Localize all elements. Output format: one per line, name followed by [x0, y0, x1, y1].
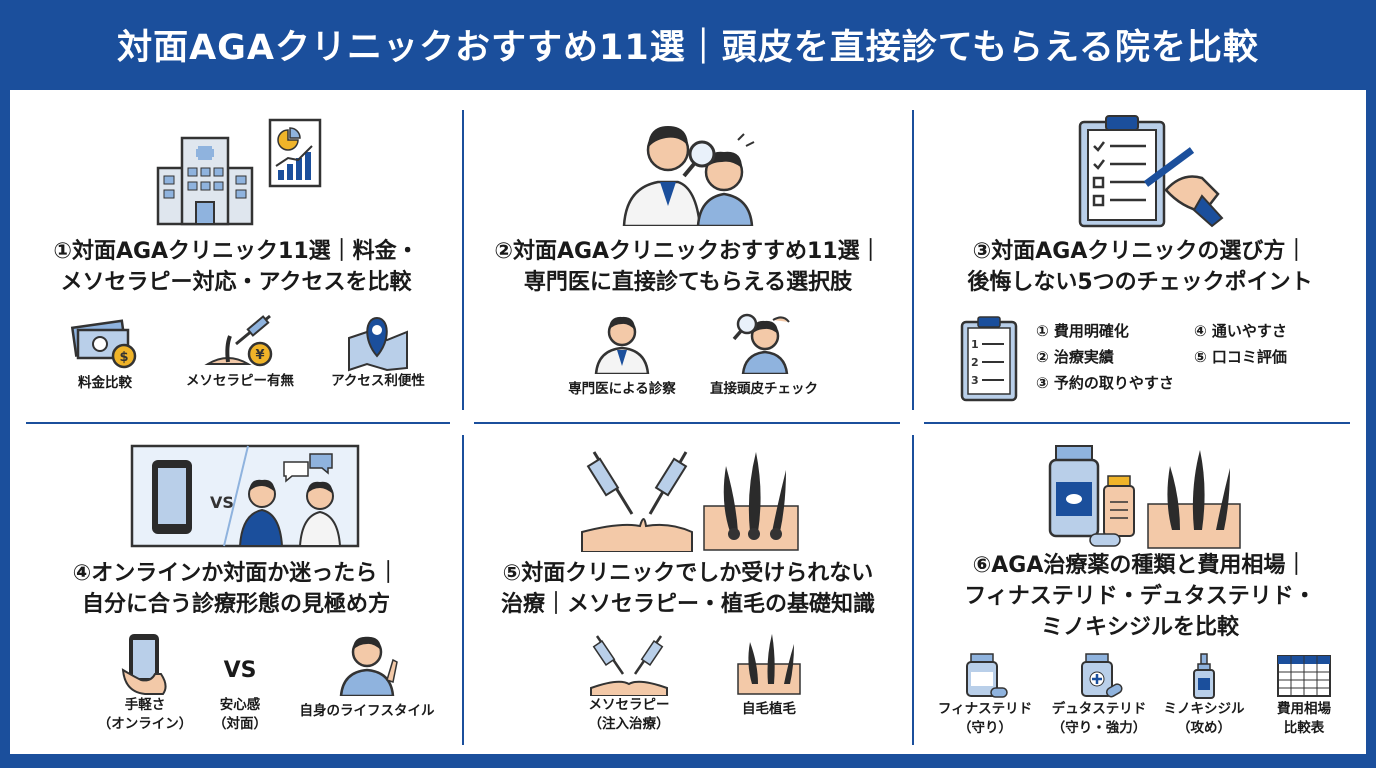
dropper-icon: [1193, 653, 1215, 699]
numbered-clipboard-icon: 1 2 3: [960, 316, 1018, 402]
checklist-item-5: ⑤ 口コミ評価: [1194, 348, 1287, 366]
card-3-title: ③対面AGAクリニックの選び方｜ 後悔しない5つのチェックポイント: [967, 239, 1313, 295]
divider-vertical-1: [462, 110, 464, 410]
page-title: 対面AGAクリニックおすすめ11選｜頭皮を直接診てもらえる院を比較: [117, 27, 1259, 68]
clipboard-checklist-icon: [1078, 115, 1224, 228]
doctor-icon: [594, 316, 650, 374]
checklist-item-2: ② 治療実績: [1036, 348, 1114, 366]
checklist-item-1: ① 費用明確化: [1036, 322, 1129, 340]
phone-hand-icon: [121, 634, 167, 695]
divider-vertical-4: [912, 435, 914, 745]
svg-text:1: 1: [971, 338, 979, 351]
medicine-hair-banner: [1048, 445, 1241, 549]
card-1-item-price: $ 料金比較: [50, 316, 160, 393]
card-1: ①対面AGAクリニック11選｜料金・ メソセラピー対応・アクセスを比較 $ 料金…: [10, 90, 462, 420]
vs-label: VS: [223, 658, 257, 683]
hospital-chart-icon: [156, 118, 322, 226]
injection-yen-icon: ¥: [204, 314, 273, 367]
svg-text:2: 2: [971, 356, 979, 369]
card-1-title: ①対面AGAクリニック11選｜料金・ メソセラピー対応・アクセスを比較: [53, 239, 419, 295]
medicine-bottle-icon: [1081, 653, 1123, 698]
checklist-item-3: ③ 予約の取りやすさ: [1036, 374, 1174, 392]
doctor-examining-scalp-icon: [622, 126, 755, 226]
scalp-check-icon: [732, 313, 790, 374]
svg-text:3: 3: [971, 374, 979, 387]
header-bar: 対面AGAクリニックおすすめ11選｜頭皮を直接診てもらえる院を比較: [0, 0, 1376, 88]
person-icon: [339, 636, 398, 696]
card-5-item-transplant: 自毛植毛: [704, 630, 834, 719]
divider-horizontal-3: [924, 422, 1350, 424]
hair-transplant-icon: [737, 634, 801, 695]
card-2: ②対面AGAクリニックおすすめ11選｜ 専門医に直接診てもらえる選択肢 専門医に…: [464, 90, 912, 420]
card-4-item-inperson: VS 安心感 （対面）: [185, 646, 295, 734]
divider-vertical-3: [462, 435, 464, 745]
card-5: ⑤対面クリニックでしか受けられない 治療｜メソセラピー・植毛の基礎知識 メソセラ…: [464, 424, 912, 754]
card-4-title: ④オンラインか対面か迷ったら｜ 自分に合う診療形態の見極め方: [72, 561, 400, 617]
card-1-item-meso: ¥ メソセラピー有無: [170, 312, 310, 391]
divider-vertical-2: [912, 110, 914, 410]
card-4-item-online: 手軽さ （オンライン）: [80, 630, 210, 734]
injection-icon: [590, 635, 668, 696]
card-6-item-cost-table: 費用相場 比較表: [1254, 652, 1354, 738]
card-2-title: ②対面AGAクリニックおすすめ11選｜ 専門医に直接診てもらえる選択肢: [494, 239, 882, 295]
map-pin-icon: [348, 316, 408, 372]
card-5-title: ⑤対面クリニックでしか受けられない 治療｜メソセラピー・植毛の基礎知識: [500, 561, 875, 617]
card-5-item-meso: メソセラピー （注入治療）: [564, 630, 694, 734]
card-4-item-lifestyle: 自身のライフスタイル: [282, 630, 452, 721]
card-6-item-dutasteride: デュタステリド （守り・強力）: [1044, 652, 1154, 738]
banner-vs-text: VS: [210, 493, 234, 512]
card-1-item-access: アクセス利便性: [308, 312, 448, 391]
pill-bottle-icon: [966, 653, 1008, 698]
divider-horizontal-1: [26, 422, 450, 424]
card-3: ③対面AGAクリニックの選び方｜ 後悔しない5つのチェックポイント 1 2 3 ① …: [914, 90, 1366, 420]
card-2-item-doctor: 専門医による診察: [552, 312, 692, 399]
card-6-title: ⑥AGA治療薬の種類と費用相場｜ フィナステリド・デュタステリド・ ミノキシジル…: [964, 553, 1316, 640]
card-4: VS ④オンラインか対面か迷ったら｜ 自分に合う診療形態の見極め方 手軽さ （オ…: [10, 424, 462, 754]
table-icon: [1277, 655, 1331, 697]
money-icon: $: [70, 319, 137, 369]
divider-horizontal-2: [474, 422, 900, 424]
online-vs-inperson-banner: VS: [130, 444, 360, 548]
card-6: ⑥AGA治療薬の種類と費用相場｜ フィナステリド・デュタステリド・ ミノキシジル…: [914, 424, 1366, 754]
content-panel: ①対面AGAクリニック11選｜料金・ メソセラピー対応・アクセスを比較 $ 料金…: [10, 90, 1366, 754]
card-2-item-scalp: 直接頭皮チェック: [694, 312, 834, 399]
checklist-item-4: ④ 通いやすさ: [1194, 322, 1287, 340]
svg-text:$: $: [119, 350, 128, 365]
card-6-item-minoxidil: ミノキシジル （攻め）: [1154, 652, 1254, 738]
svg-text:¥: ¥: [255, 348, 264, 363]
mesotherapy-hair-banner: [581, 451, 799, 552]
card-6-item-finasteride: フィナステリド （守り）: [930, 652, 1040, 738]
checklist: ① 費用明確化 ② 治療実績 ③ 予約の取りやすさ ④ 通いやすさ ⑤ 口コミ評…: [1036, 320, 1346, 400]
